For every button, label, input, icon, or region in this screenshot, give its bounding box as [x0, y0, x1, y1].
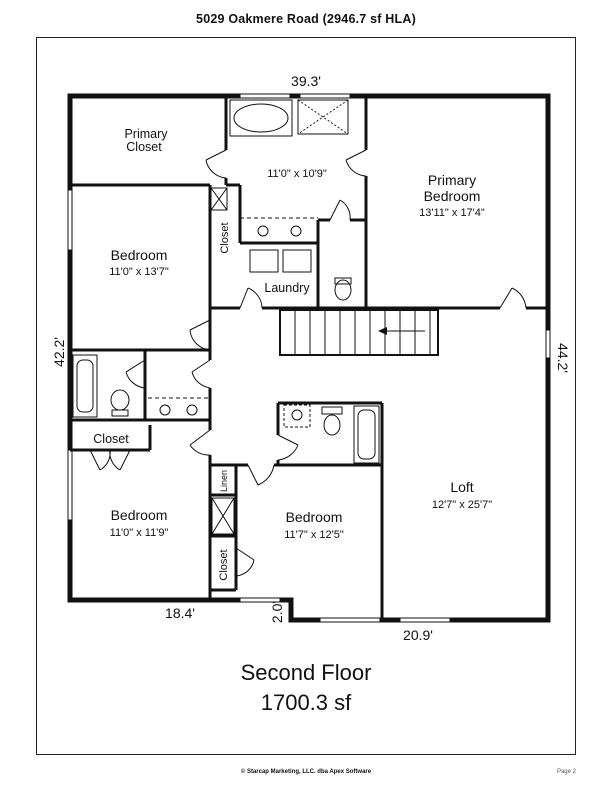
closet-c-label: Closet: [218, 549, 230, 580]
loft-label: Loft: [450, 479, 473, 495]
dim-bottom-notch: 2.0': [269, 601, 285, 623]
exterior-dimensions: 39.3' 42.2' 44.2' 18.4' 2.0' 20.9': [51, 73, 571, 643]
room-labels: Primary Closet 11'0" x 10'9" Primary Bed…: [93, 127, 492, 581]
doors: [89, 149, 527, 577]
copyright-footer: © Starcap Marketing, LLC. dba Apex Softw…: [240, 769, 372, 775]
laundry-label: Laundry: [264, 281, 310, 295]
dim-left: 42.2': [51, 337, 67, 367]
primary-bedroom-label-2: Bedroom: [424, 188, 481, 204]
linen-label: Linen: [219, 470, 229, 492]
bedroom-upper-label: Bedroom: [111, 247, 168, 263]
primary-bath-dims: 11'0" x 10'9": [267, 168, 327, 180]
bedroom-mid-label: Bedroom: [286, 509, 343, 525]
bedroom-lower-label: Bedroom: [111, 507, 168, 523]
dim-bottom-right: 20.9': [403, 627, 433, 643]
fixtures: [72, 99, 380, 535]
floor-name: Second Floor: [240, 660, 372, 685]
loft-dims: 12'7" x 25'7": [432, 499, 492, 511]
dim-right: 44.2': [555, 343, 571, 373]
page-frame: [36, 37, 576, 755]
primary-bedroom-label-1: Primary: [428, 172, 476, 188]
floor-area: 1700.3 sf: [260, 690, 352, 715]
dim-bottom-left: 18.4': [165, 605, 195, 621]
staircase: [279, 309, 439, 356]
primary-closet-label-1: Primary: [124, 127, 168, 141]
primary-bedroom-dims: 13'11" x 17'4": [419, 207, 485, 219]
page-header: 5029 Oakmere Road (2946.7 sf HLA): [196, 12, 416, 26]
bedroom-mid-dims: 11'7" x 12'5": [284, 529, 344, 541]
bedroom-upper-dims: 11'0" x 13'7": [109, 266, 169, 278]
primary-closet-label-2: Closet: [126, 140, 162, 154]
interior-walls: [70, 96, 548, 620]
bedroom-lower-dims: 11'0" x 11'9": [110, 527, 169, 539]
windows: [67, 93, 551, 623]
closet-a-label: Closet: [219, 222, 231, 253]
dim-top: 39.3': [291, 73, 321, 89]
closet-b-label: Closet: [93, 432, 129, 446]
page-number: Page 2: [556, 769, 576, 775]
